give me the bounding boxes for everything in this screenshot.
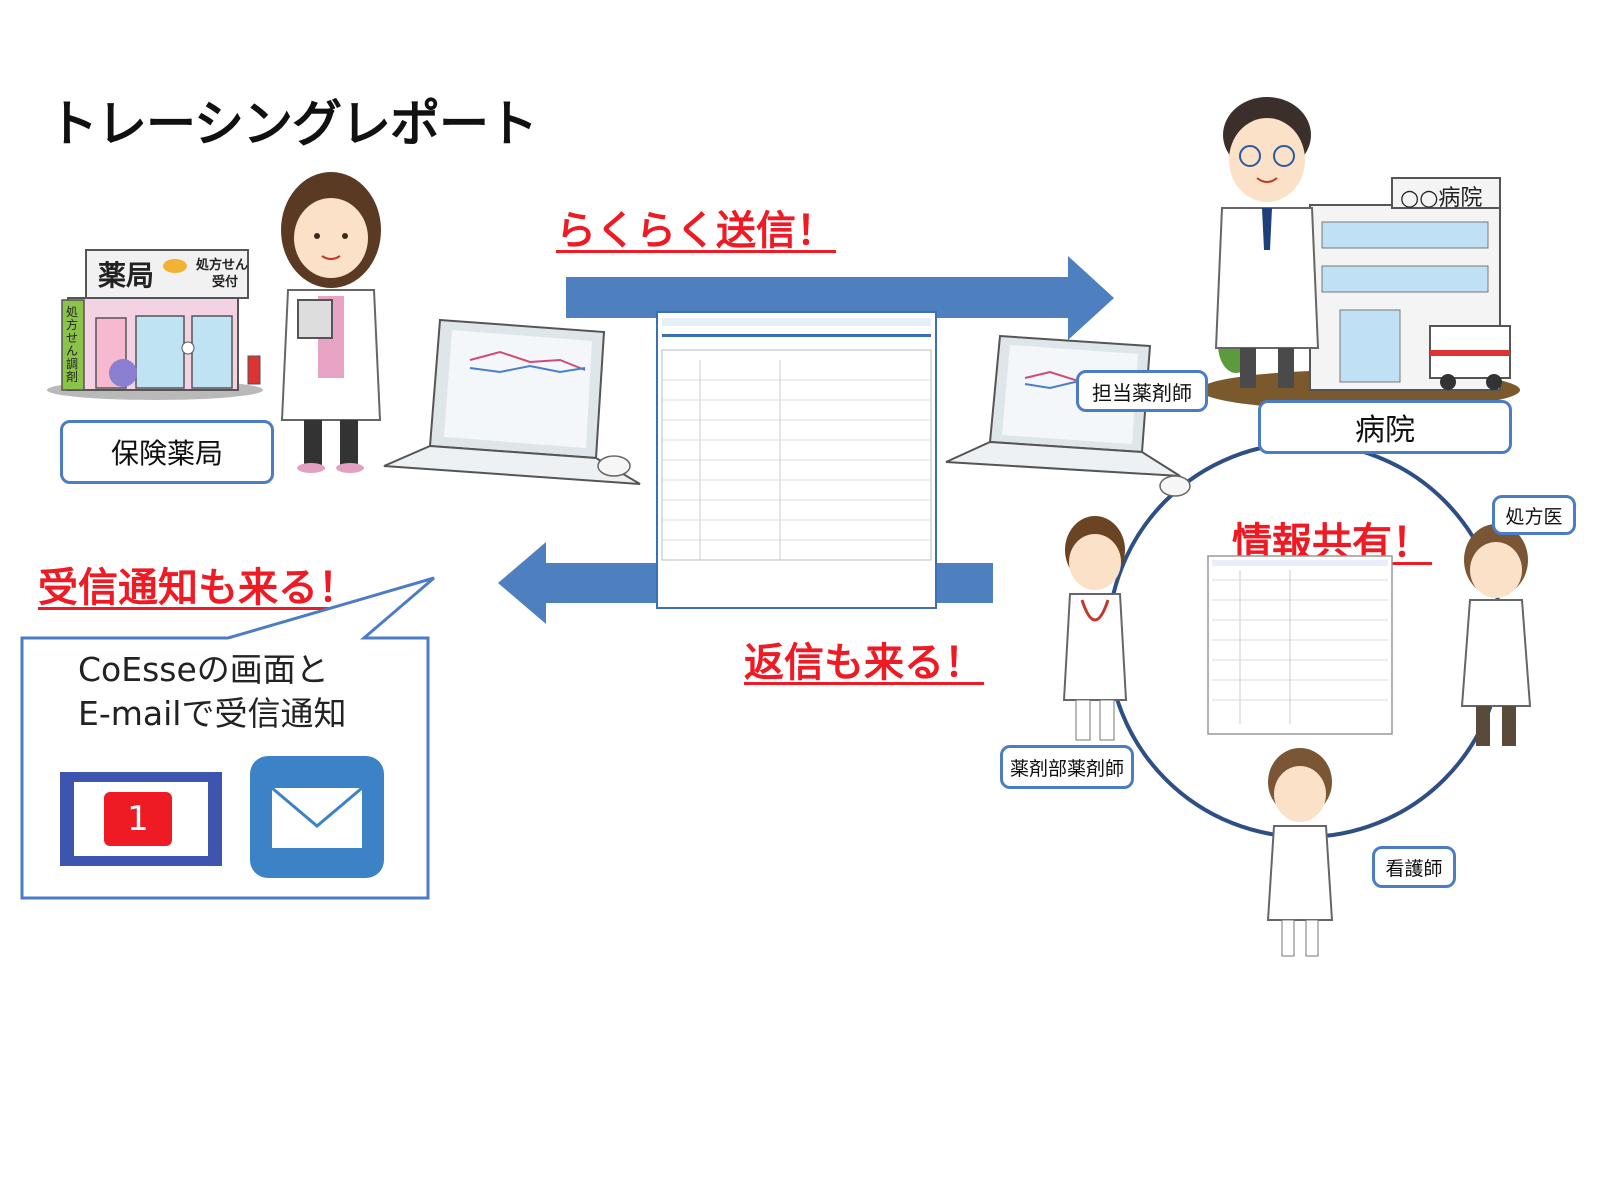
pharmacy-sign-main: 薬局 xyxy=(98,259,155,292)
send-heading: らくらく送信！ xyxy=(556,208,836,254)
laptop-icon xyxy=(383,318,641,485)
label-dept-pharmacist: 薬剤部薬剤師 xyxy=(1000,745,1134,789)
prescriber-figure-icon xyxy=(1460,524,1532,746)
reply-heading: 返信も来る！ xyxy=(744,640,984,686)
callout-text: CoEsseの画面と E-mailで受信通知 xyxy=(78,648,346,736)
badge-count: 1 xyxy=(127,799,149,839)
pharmacy-sign-sub-line2: 受付 xyxy=(212,275,239,290)
label-pharmacy: 保険薬局 xyxy=(60,420,274,484)
mail-icon xyxy=(250,756,384,878)
report-form-screenshot xyxy=(656,311,937,609)
label-nurse: 看護師 xyxy=(1372,846,1456,888)
notification-badge-icon xyxy=(60,772,222,866)
shared-form-screenshot xyxy=(1207,555,1393,735)
pharmacy-sign-side: 処方せん調剤 xyxy=(66,305,79,384)
pharmacy-sign-sub-line1: 処方せん xyxy=(196,258,249,273)
doctor-icon xyxy=(1214,97,1320,388)
label-prescriber: 処方医 xyxy=(1492,495,1576,535)
dept-pharmacist-figure-icon xyxy=(1062,516,1128,741)
label-hospital: 病院 xyxy=(1258,400,1512,454)
page-title: トレーシングレポート xyxy=(48,95,538,153)
hospital-sign: ○○病院 xyxy=(1400,186,1483,211)
pharmacist-icon xyxy=(280,172,382,473)
callout-line2: E-mailで受信通知 xyxy=(78,694,347,733)
pharmacy-building-icon xyxy=(47,249,263,400)
notify-heading: 受信通知も来る！ xyxy=(38,565,358,611)
laptop-icon-right xyxy=(945,334,1191,497)
nurse-figure-icon xyxy=(1266,748,1334,957)
callout-line1: CoEsseの画面と xyxy=(78,650,329,689)
label-assigned-pharmacist: 担当薬剤師 xyxy=(1076,370,1208,412)
